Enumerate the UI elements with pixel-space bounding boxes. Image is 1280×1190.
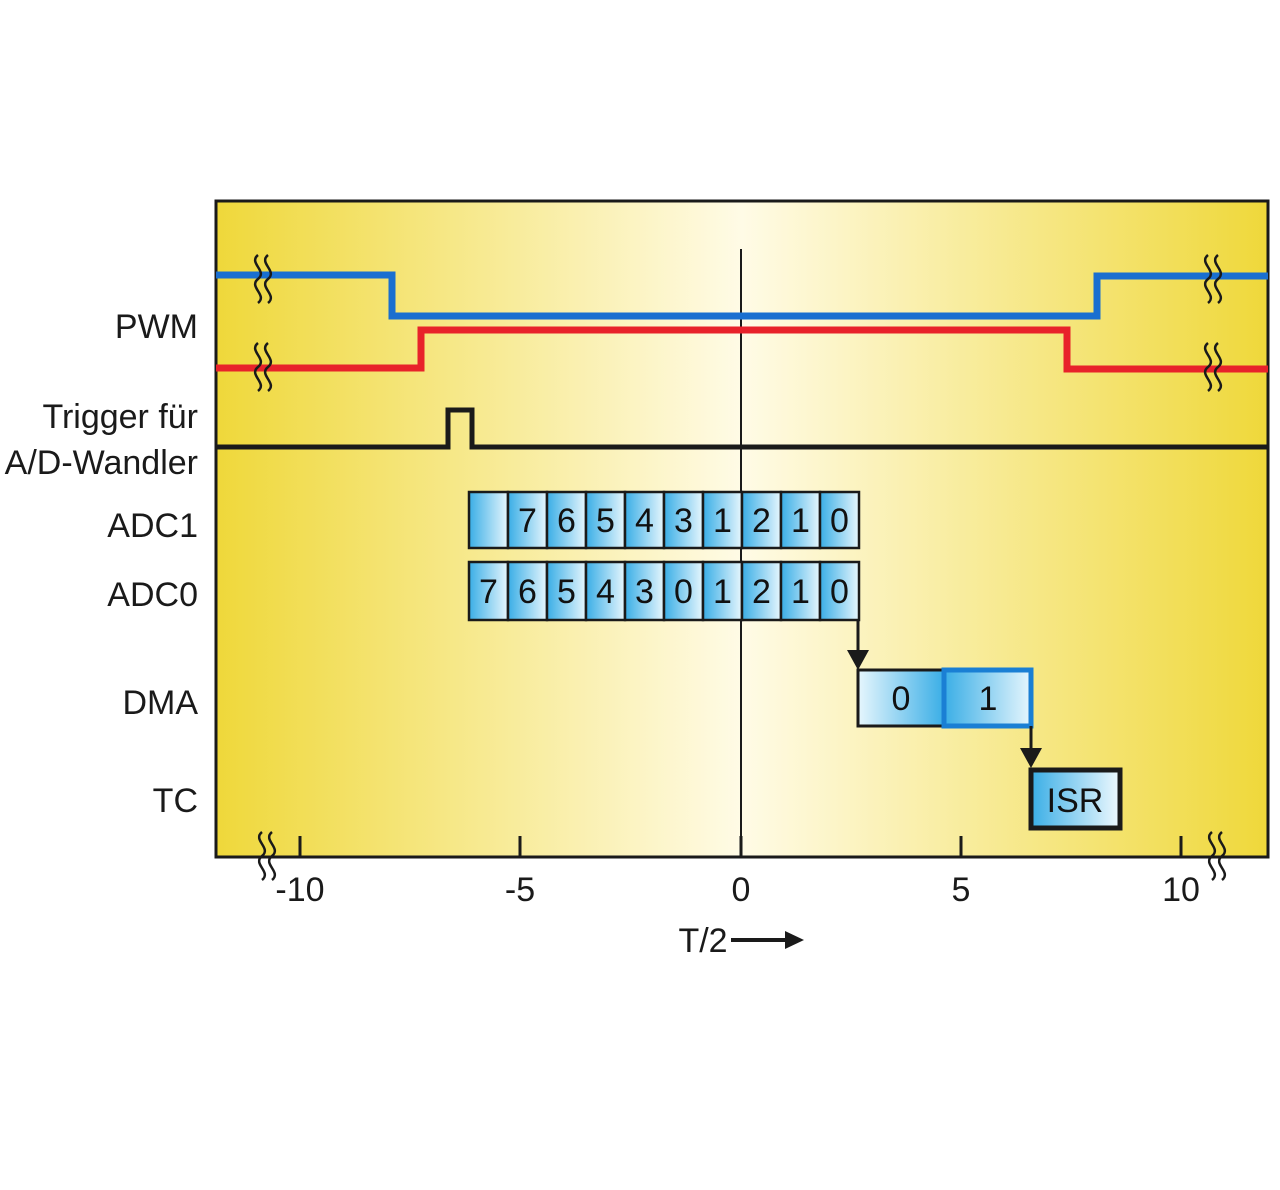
row-label-tc: TC bbox=[153, 782, 198, 820]
adc1-cell-1 bbox=[506, 490, 549, 550]
adc1-cell-6-label: 1 bbox=[713, 502, 732, 540]
axis-arrow-icon bbox=[731, 931, 804, 949]
adc1-cell-3-label: 5 bbox=[596, 502, 615, 540]
adc0-cell-9-label: 0 bbox=[830, 573, 849, 611]
tick-label-0: 0 bbox=[732, 871, 751, 909]
row-label-adc1: ADC1 bbox=[107, 507, 198, 545]
dma-block-1: 1 bbox=[941, 667, 1034, 729]
adc1-cell-4-label: 4 bbox=[635, 502, 654, 540]
adc0-cell-9 bbox=[818, 560, 861, 622]
pwm-blue-signal bbox=[216, 271, 1268, 320]
adc0-cell-3-label: 4 bbox=[596, 573, 615, 611]
dma-block-1-label: 1 bbox=[979, 680, 998, 718]
adc1-cell-0 bbox=[467, 490, 510, 550]
row-label-trigger-line1: Trigger für bbox=[42, 398, 198, 436]
adc0-cell-0 bbox=[467, 560, 510, 622]
adc1-cell-9 bbox=[818, 490, 861, 550]
tc-isr-block: ISR bbox=[1028, 767, 1123, 831]
adc0-cell-6 bbox=[701, 560, 744, 622]
trigger-signal bbox=[216, 407, 1268, 450]
tick-label-minus10: -10 bbox=[275, 871, 324, 909]
adc1-cell-6 bbox=[701, 490, 744, 550]
adc0-cell-6-label: 1 bbox=[713, 573, 732, 611]
adc0-cell-5-label: 0 bbox=[674, 573, 693, 611]
adc0-cell-0-label: 7 bbox=[479, 573, 498, 611]
axis-title: T/2 bbox=[678, 922, 727, 960]
adc0-cell-8-label: 1 bbox=[791, 573, 810, 611]
adc0-cell-2-label: 5 bbox=[557, 573, 576, 611]
break-marks-axis bbox=[257, 831, 1227, 881]
dma-block-0-label: 0 bbox=[892, 680, 911, 718]
adc1-cell-8-label: 1 bbox=[791, 502, 810, 540]
adc1-cell-4 bbox=[623, 490, 666, 550]
adc0-cell-7-label: 2 bbox=[752, 573, 771, 611]
dma-block-0: 0 bbox=[856, 668, 946, 728]
adc0-cell-7 bbox=[740, 560, 783, 622]
adc0-cell-1-label: 6 bbox=[518, 573, 537, 611]
row-label-trigger-line2: A/D-Wandler bbox=[5, 444, 198, 482]
adc1-cell-2-label: 6 bbox=[557, 502, 576, 540]
adc1-cell-3 bbox=[584, 490, 627, 550]
adc0-cell-2 bbox=[545, 560, 588, 622]
arrow-dma-to-tc bbox=[1020, 726, 1042, 768]
isr-label: ISR bbox=[1047, 782, 1104, 820]
adc0-cell-3 bbox=[584, 560, 627, 622]
adc1-cell-8 bbox=[779, 490, 822, 550]
row-label-adc0: ADC0 bbox=[107, 576, 198, 614]
pwm-red-signal bbox=[216, 326, 1268, 373]
x-axis-ticks bbox=[298, 836, 1183, 857]
break-marks-pwm bbox=[253, 254, 1223, 392]
adc1-cell-7-label: 2 bbox=[752, 502, 771, 540]
tick-label-10: 10 bbox=[1162, 871, 1200, 909]
adc1-cell-5-label: 3 bbox=[674, 502, 693, 540]
adc0-cell-5 bbox=[662, 560, 705, 622]
adc1-cell-9-label: 0 bbox=[830, 502, 849, 540]
row-label-pwm: PWM bbox=[115, 308, 198, 346]
tick-label-minus5: -5 bbox=[505, 871, 535, 909]
adc0-cell-4-label: 3 bbox=[635, 573, 654, 611]
arrow-adc0-to-dma bbox=[847, 620, 869, 670]
row-label-dma: DMA bbox=[122, 684, 198, 722]
tick-label-5: 5 bbox=[952, 871, 971, 909]
adc0-cell-4 bbox=[623, 560, 666, 622]
adc1-cell-1-label: 7 bbox=[518, 502, 537, 540]
